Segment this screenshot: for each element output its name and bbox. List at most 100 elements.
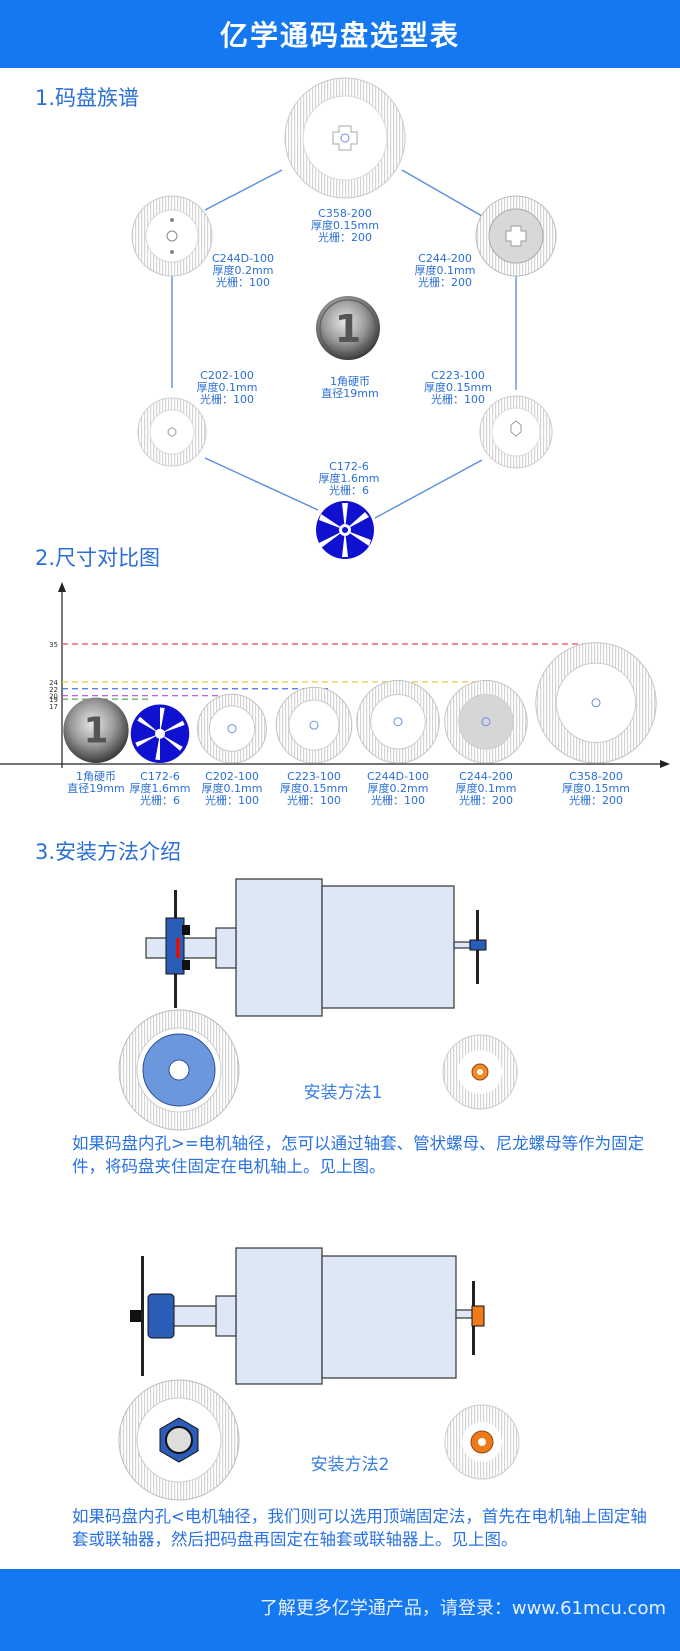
install-diagram-2	[118, 1247, 520, 1501]
spec-c244d-grating: 光栅：100	[216, 276, 270, 289]
spec-c244-name: C244-200	[418, 252, 472, 265]
footer-banner	[0, 1569, 680, 1651]
spec-c223-name: C223-100	[431, 369, 485, 382]
spec-coin-diameter: 直径19mm	[321, 387, 379, 400]
motor-flange-2	[235, 1247, 323, 1385]
chart-label-line: C202-100	[205, 770, 259, 783]
rear-coupler-2	[471, 1305, 485, 1327]
chart-label-line: 光栅：100	[287, 794, 341, 807]
y-tick-label: 19	[49, 696, 58, 704]
spec-c172-grating: 光栅：6	[329, 484, 369, 497]
section-title-install: 3.安装方法介绍	[35, 840, 182, 864]
chart-label-line: C244-200	[459, 770, 513, 783]
chart-label-line: C223-100	[287, 770, 341, 783]
disc-c244d-icon	[131, 195, 213, 277]
encoder-front-view-1	[118, 1009, 240, 1131]
spec-coin-name: 1角硬币	[330, 375, 370, 388]
chart-disc-C244-200	[444, 679, 528, 764]
chart-label-line: 1角硬币	[76, 770, 116, 783]
spec-c244-thickness: 厚度0.1mm	[414, 264, 476, 277]
chart-label-line: 光栅：6	[140, 794, 180, 807]
spec-c172-name: C172-6	[329, 460, 369, 473]
svg-text:1: 1	[83, 710, 108, 751]
spec-c244d-name: C244D-100	[211, 252, 275, 265]
spec-c358: C358-200 厚度0.15mm 光栅：200	[290, 208, 400, 244]
spec-c358-grating: 光栅：200	[318, 231, 372, 244]
rear-front-view-2	[444, 1404, 520, 1480]
rear-front-view-1	[442, 1034, 518, 1110]
chart-label-line: 直径19mm	[67, 782, 125, 795]
spec-c202-grating: 光栅：100	[200, 393, 254, 406]
shaft-sleeve-1	[165, 917, 185, 975]
y-tick-label: 22	[49, 686, 58, 694]
y-tick-label: 24	[49, 679, 58, 687]
spec-c358-name: C358-200	[318, 207, 372, 220]
chart-disc-C172-6	[130, 704, 190, 763]
chart-disc-C358-200	[535, 642, 657, 764]
spec-c172-thickness: 厚度1.6mm	[318, 472, 380, 485]
spec-c244-grating: 光栅：200	[418, 276, 472, 289]
family-diagram: 1	[131, 77, 557, 559]
spec-c172: C172-6 厚度1.6mm 光栅：6	[294, 461, 404, 497]
chart-disc-C202-100	[197, 693, 267, 764]
chart-label-line: 光栅：200	[569, 794, 623, 807]
install-method-1-caption: 安装方法1	[303, 1083, 383, 1103]
spec-c244d: C244D-100 厚度0.2mm 光栅：100	[188, 253, 298, 289]
chart-label-line: 光栅：100	[371, 794, 425, 807]
spec-c202-name: C202-100	[200, 369, 254, 382]
chart-label-line: 厚度1.6mm	[129, 782, 191, 795]
page-title: 亿学通码盘选型表	[219, 19, 460, 52]
y-tick-label: 35	[49, 641, 58, 649]
encoder-front-view-2	[118, 1379, 240, 1501]
chart-label-line: 厚度0.2mm	[367, 782, 429, 795]
spec-c244d-thickness: 厚度0.2mm	[212, 264, 274, 277]
motor-shaft-2	[171, 1305, 217, 1327]
spec-c223-grating: 光栅：100	[431, 393, 485, 406]
y-tick-label: 20	[49, 693, 58, 701]
x-axis-arrow-icon	[660, 760, 670, 768]
chart-label-line: C172-6	[140, 770, 180, 783]
rear-nut-1	[469, 939, 487, 951]
svg-text:1: 1	[335, 307, 361, 351]
spec-c358-thickness: 厚度0.15mm	[311, 219, 379, 232]
chart-label-line: 光栅：100	[205, 794, 259, 807]
header-banner	[0, 0, 680, 68]
spec-c223: C223-100 厚度0.15mm 光栅：100	[403, 370, 513, 406]
disc-c223-icon	[479, 395, 553, 469]
coin-icon: 1	[316, 296, 380, 360]
footer-link[interactable]: 了解更多亿学通产品，请登录：www.61mcu.com	[259, 1598, 666, 1619]
shaft-contact-1	[176, 938, 180, 958]
chart-label-line: C358-200	[569, 770, 623, 783]
section-title-size: 2.尺寸对比图	[35, 546, 161, 570]
chart-disc-C223-100	[275, 686, 353, 764]
disc-c172-icon	[316, 501, 374, 559]
spec-c244: C244-200 厚度0.1mm 光栅：200	[390, 253, 500, 289]
disc-c244-icon	[475, 195, 557, 277]
rear-shaft-2	[455, 1309, 473, 1319]
top-screw-2	[130, 1310, 141, 1322]
chart-label-line: 厚度0.1mm	[201, 782, 263, 795]
install-method-2-text: 如果码盘内孔<电机轴径，我们则可以选用顶端固定法，首先在电机轴上固定轴套或联轴器…	[72, 1507, 647, 1549]
spec-c202-thickness: 厚度0.1mm	[196, 381, 258, 394]
chart-label-line: 光栅：200	[459, 794, 513, 807]
spec-coin: 1角硬币 直径19mm	[295, 376, 405, 400]
spec-c202: C202-100 厚度0.1mm 光栅：100	[172, 370, 282, 406]
install-method-2-caption: 安装方法2	[310, 1455, 390, 1475]
coupler-2	[147, 1293, 175, 1339]
motor-body-1	[321, 885, 455, 1009]
y-tick-label: 17	[49, 703, 58, 711]
section-title-family: 1.码盘族谱	[35, 86, 140, 110]
chart-disc-1角硬币: 1	[63, 697, 129, 763]
disc-c358-icon	[284, 77, 406, 199]
motor-body-2	[321, 1255, 457, 1379]
chart-label-line: C244D-100	[366, 770, 430, 783]
install-method-1-text: 如果码盘内孔>=电机轴径，怎可以通过轴套、管状螺母、尼龙螺母等作为固定件，将码盘…	[72, 1134, 645, 1176]
chart-label-0: 1角硬币直径19mm	[41, 771, 151, 795]
